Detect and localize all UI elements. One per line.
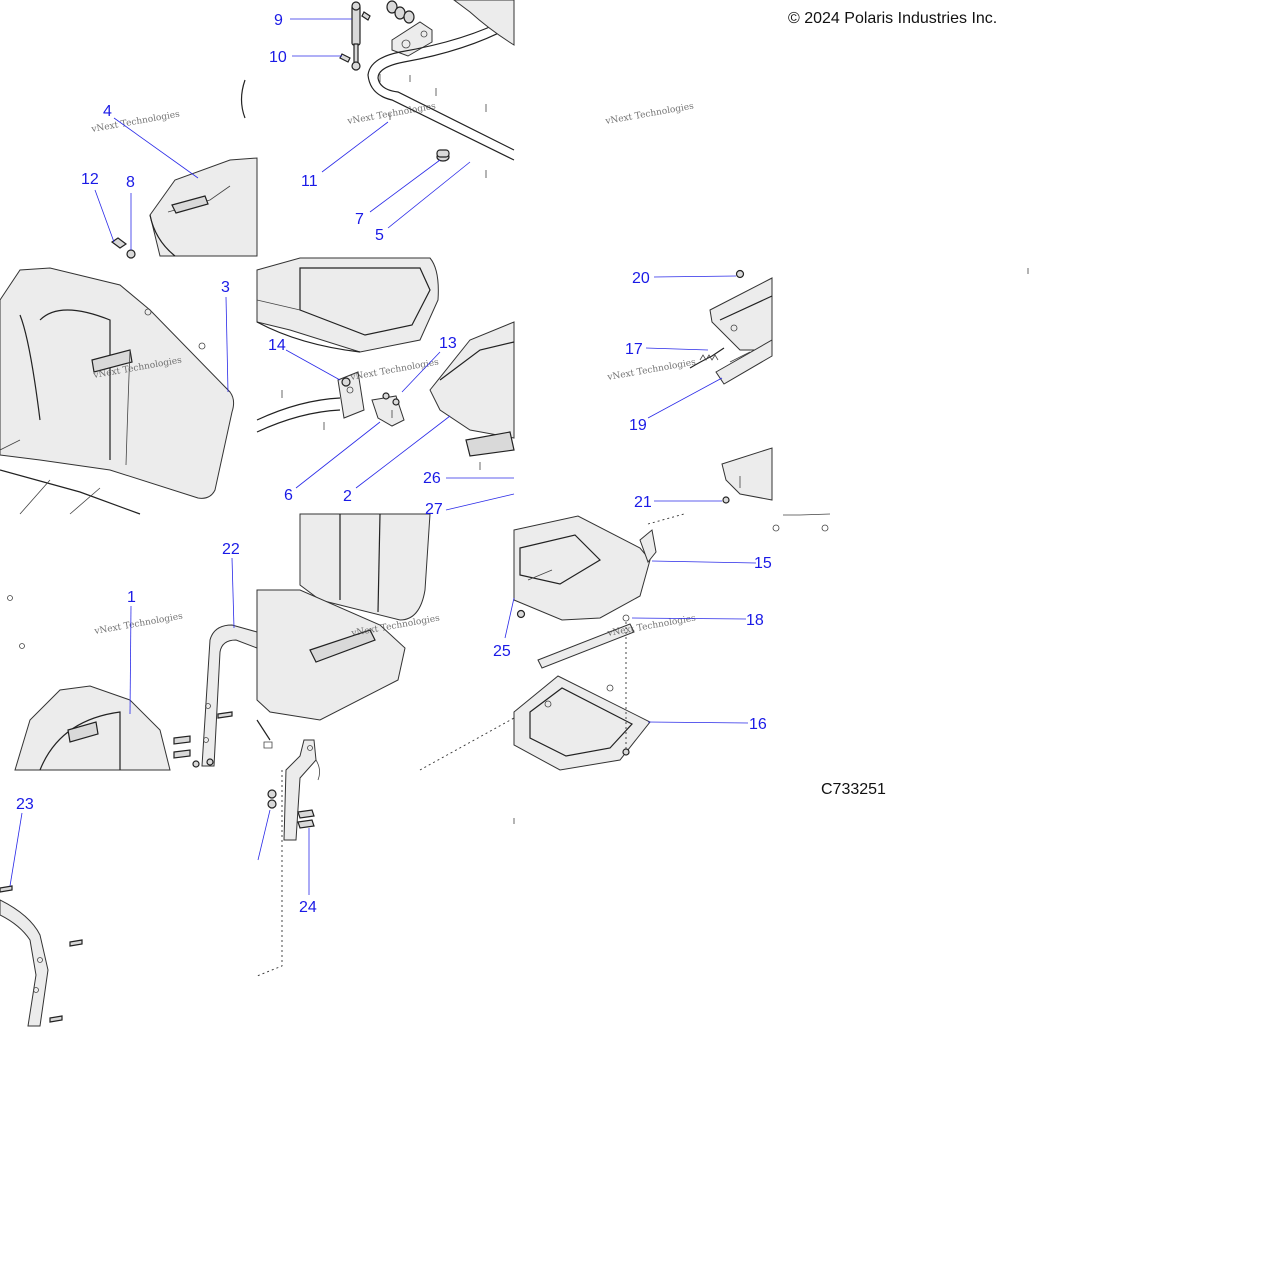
seat-assembly-lower bbox=[256, 513, 515, 771]
callout-26[interactable]: 26 bbox=[423, 470, 441, 487]
watermark: vNext Technologies bbox=[349, 358, 440, 384]
backrest-3 bbox=[0, 267, 235, 515]
callout-5[interactable]: 5 bbox=[375, 227, 384, 244]
bumper-7 bbox=[436, 149, 450, 162]
seat-bracket-15 bbox=[639, 529, 657, 564]
callout-1[interactable]: 1 bbox=[127, 589, 136, 606]
watermark: vNext Technologies bbox=[346, 102, 437, 128]
callout-21[interactable]: 21 bbox=[634, 494, 652, 511]
seat-cushion-2 bbox=[429, 321, 515, 470]
slide-rail-19 bbox=[715, 339, 773, 385]
callout-25[interactable]: 25 bbox=[493, 643, 511, 660]
callout-3[interactable]: 3 bbox=[221, 279, 230, 296]
callout-10[interactable]: 10 bbox=[269, 49, 287, 66]
callout-13[interactable]: 13 bbox=[439, 335, 457, 352]
seat-base-assembly bbox=[513, 513, 685, 824]
figure-id: C733251 bbox=[821, 781, 886, 798]
seat-cushion-center bbox=[256, 257, 439, 353]
spring-17 bbox=[689, 347, 725, 369]
lid-frame-assembly bbox=[339, 0, 515, 178]
screw-21 bbox=[722, 496, 730, 504]
ball-stud-10 bbox=[339, 11, 371, 63]
nut-8 bbox=[126, 249, 136, 259]
copyright-notice: © 2024 Polaris Industries Inc. bbox=[788, 10, 998, 27]
callout-9[interactable]: 9 bbox=[274, 12, 283, 29]
watermark: vNext Technologies bbox=[606, 358, 697, 384]
watermark: vNext Technologies bbox=[93, 612, 184, 638]
callout-18[interactable]: 18 bbox=[746, 612, 764, 629]
callout-23[interactable]: 23 bbox=[16, 796, 34, 813]
callout-14[interactable]: 14 bbox=[268, 337, 286, 354]
gas-strut-9 bbox=[351, 1, 361, 71]
hinge-assembly-center bbox=[256, 371, 405, 433]
seat-slide-upper bbox=[689, 268, 1029, 532]
callout-19[interactable]: 19 bbox=[629, 417, 647, 434]
nut-20 bbox=[735, 269, 745, 279]
leader-lines bbox=[9, 18, 757, 895]
callout-16[interactable]: 16 bbox=[749, 716, 767, 733]
callout-12[interactable]: 12 bbox=[81, 171, 99, 188]
callout-27[interactable]: 27 bbox=[425, 501, 443, 518]
callout-6[interactable]: 6 bbox=[284, 487, 293, 504]
callout-2[interactable]: 2 bbox=[343, 488, 352, 505]
callout-4[interactable]: 4 bbox=[103, 103, 112, 120]
callout-7[interactable]: 7 bbox=[355, 211, 364, 228]
callout-22[interactable]: 22 bbox=[222, 541, 240, 558]
callouts: 9 10 4 11 12 8 7 5 3 20 17 14 13 19 6 2 … bbox=[16, 12, 772, 916]
slide-rail-18 bbox=[537, 614, 635, 669]
callout-11[interactable]: 11 bbox=[301, 173, 318, 190]
support-bracket-23 bbox=[0, 885, 83, 1027]
watermark: vNext Technologies bbox=[604, 102, 695, 128]
callout-17[interactable]: 17 bbox=[625, 341, 643, 358]
watermark: vNext Technologies bbox=[606, 614, 697, 640]
callout-15[interactable]: 15 bbox=[754, 555, 772, 572]
support-bracket-24 bbox=[256, 739, 320, 977]
mount-plate-16 bbox=[513, 675, 651, 771]
backrest-1 bbox=[7, 595, 171, 771]
bolt-12 bbox=[110, 237, 128, 249]
callout-24[interactable]: 24 bbox=[299, 899, 317, 916]
seat-cushion-top-left bbox=[110, 79, 258, 259]
support-bracket-22 bbox=[173, 624, 258, 768]
callout-20[interactable]: 20 bbox=[632, 270, 650, 287]
callout-8[interactable]: 8 bbox=[126, 174, 135, 191]
